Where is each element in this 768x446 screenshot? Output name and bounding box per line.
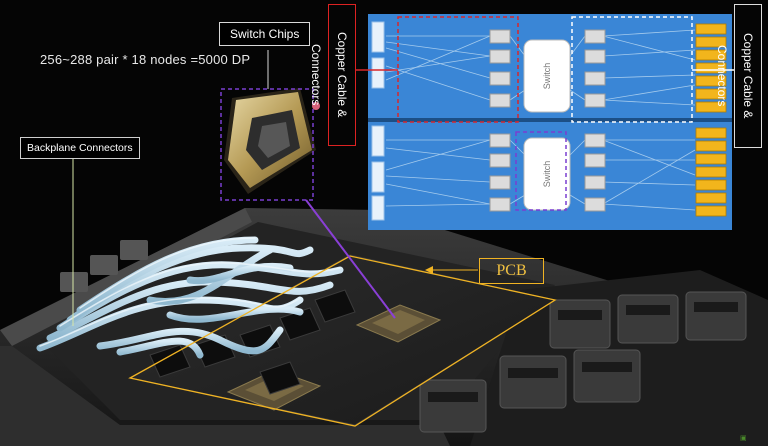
left-cable-highlight — [397, 16, 519, 123]
chip-to-board-pointer — [305, 199, 396, 319]
switch-chips-label: Switch Chips — [219, 22, 311, 46]
dp-count-formula: 256~288 pair * 18 nodes =5000 DP — [40, 52, 251, 67]
schematic-switch-label-top: Switch — [542, 63, 552, 90]
bottom-switch-highlight — [515, 131, 567, 211]
backplane-connectors-label: Backplane Connectors — [20, 137, 140, 159]
corner-logo: ▣ — [740, 435, 747, 442]
schematic-switch-label-bottom: Switch — [542, 161, 552, 188]
pcb-outline — [128, 255, 557, 427]
switch-chip-photo — [224, 88, 316, 194]
copper-cable-label-right: Copper Cable & Connectors — [715, 4, 762, 148]
copper-cable-bundles — [36, 236, 344, 359]
right-cable-highlight — [571, 16, 693, 123]
pcb-pointer-arrowhead — [425, 266, 433, 274]
switch-tray-schematic — [368, 14, 732, 230]
switch-chips-frame — [220, 88, 314, 201]
highlight-dot — [312, 102, 320, 110]
pcb-label: PCB — [479, 258, 544, 284]
copper-cable-label-left: Copper Cable & Connectors — [309, 4, 356, 146]
